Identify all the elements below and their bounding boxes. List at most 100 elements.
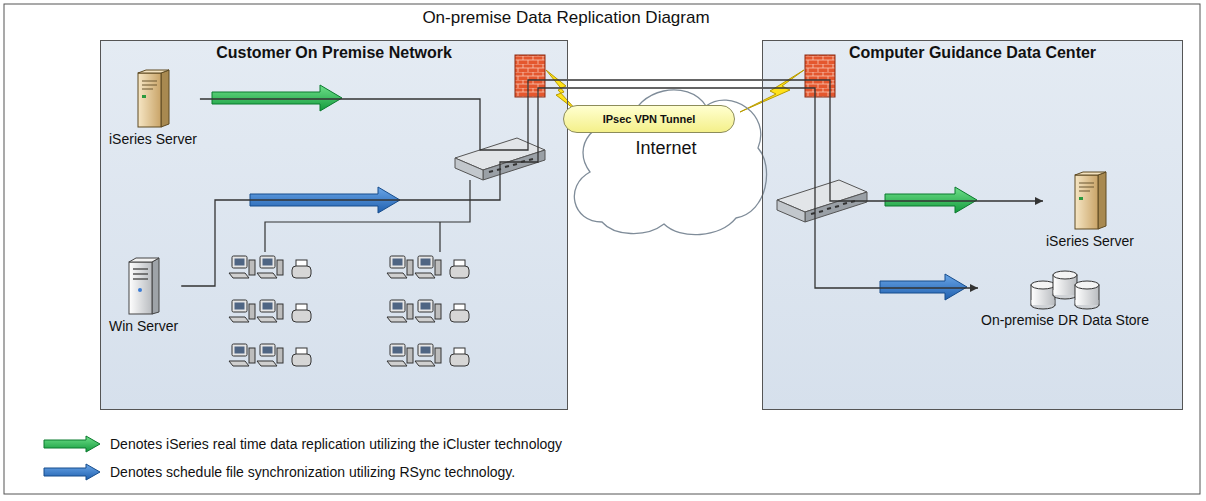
keyboard	[387, 361, 407, 366]
monitor	[260, 344, 275, 356]
legend: Denotes iSeries real time data replicati…	[42, 430, 562, 486]
screen	[421, 303, 431, 310]
server-top	[129, 258, 159, 262]
screen	[421, 347, 431, 354]
switch-ports	[489, 159, 533, 172]
printer-body	[292, 354, 311, 366]
data-store-icon	[1027, 266, 1103, 310]
diagram-title: On-premise Data Replication Diagram	[366, 8, 766, 28]
panel-fill	[762, 40, 1183, 410]
node-label: Win Server	[106, 316, 181, 334]
replication-arrow	[212, 85, 342, 111]
pc-tower	[277, 260, 283, 275]
legend-arrow	[42, 435, 102, 453]
node-label: iSeries Server	[106, 129, 200, 147]
printer	[450, 304, 469, 322]
connector	[200, 80, 1043, 201]
server-detail	[1079, 183, 1094, 191]
cylinder-top	[1075, 281, 1099, 289]
vpn-tunnel: IPsec VPN Tunnel	[563, 105, 735, 133]
monitor	[418, 300, 433, 312]
replication-arrow	[885, 187, 977, 213]
pc-tower	[407, 260, 413, 275]
workstation	[229, 344, 255, 366]
printer	[292, 304, 311, 322]
screen	[421, 259, 431, 266]
monitor	[232, 344, 247, 356]
cylinder-bottom	[1075, 301, 1099, 309]
printer	[292, 348, 311, 366]
screen	[393, 303, 403, 310]
server-body	[1075, 175, 1098, 229]
legend-arrow	[42, 463, 102, 481]
monitor	[390, 300, 405, 312]
disk-cylinder	[1031, 281, 1055, 309]
legend-arrow-shape	[44, 464, 100, 480]
server-light	[1079, 197, 1083, 200]
screen	[263, 347, 273, 354]
workstation	[257, 344, 283, 366]
workstation	[387, 256, 413, 278]
printer-body	[292, 266, 311, 278]
screen	[263, 259, 273, 266]
server-top	[138, 70, 169, 73]
pc-tower	[249, 304, 255, 319]
disk-cylinder	[1053, 271, 1077, 299]
monitor	[390, 256, 405, 268]
drive-bays	[133, 269, 148, 279]
server-detail	[142, 81, 157, 89]
workstation	[387, 344, 413, 366]
server-node: iSeries Server	[1043, 171, 1137, 249]
keyboard	[257, 361, 277, 366]
server-body	[129, 262, 152, 314]
workstation	[415, 344, 441, 366]
switch-side	[777, 200, 805, 222]
keyboard	[415, 361, 435, 366]
printer-body	[450, 310, 469, 322]
switch-ports	[811, 201, 855, 214]
lan-wire	[265, 180, 470, 252]
printer-body	[450, 266, 469, 278]
screen	[235, 303, 245, 310]
server-node: Win Server	[106, 256, 181, 334]
lightning-bolt	[740, 70, 804, 112]
network-panel: Customer On Premise Network iSeries Serve…	[100, 40, 568, 410]
legend-item: Denotes schedule file synchronization ut…	[42, 458, 562, 486]
cylinder-bottom	[1053, 291, 1077, 299]
monitor	[260, 300, 275, 312]
workstation	[257, 300, 283, 322]
screen	[263, 303, 273, 310]
switch-front	[805, 192, 867, 222]
panel-heading: Computer Guidance Data Center	[763, 44, 1182, 62]
keyboard	[257, 317, 277, 322]
server-body	[138, 73, 161, 127]
monitor	[260, 256, 275, 268]
panel-heading: Customer On Premise Network	[101, 44, 567, 62]
keyboard	[415, 273, 435, 278]
keyboard	[257, 273, 277, 278]
connector	[181, 88, 978, 288]
monitor	[390, 344, 405, 356]
printer	[450, 348, 469, 366]
tunnel-label: IPsec VPN Tunnel	[578, 113, 720, 125]
workstation	[229, 300, 255, 322]
outer-frame	[4, 4, 1200, 494]
pc-tower	[249, 260, 255, 275]
printer-body	[450, 354, 469, 366]
keyboard	[387, 273, 407, 278]
network-panel: Computer Guidance Data Center iSeries Ser…	[762, 40, 1183, 410]
cylinder-mask	[1076, 300, 1099, 305]
cylinder-bottom	[1031, 301, 1055, 309]
workstation	[257, 256, 283, 278]
cylinder-top	[1031, 281, 1055, 289]
server-side	[1098, 172, 1106, 229]
monitor	[232, 300, 247, 312]
monitor	[232, 256, 247, 268]
keyboard	[387, 317, 407, 322]
server-node: iSeries Server	[106, 69, 200, 147]
legend-text: Denotes iSeries real time data replicati…	[110, 436, 562, 452]
pc-tower	[435, 260, 441, 275]
workstation	[229, 256, 255, 278]
power-button	[138, 288, 142, 292]
